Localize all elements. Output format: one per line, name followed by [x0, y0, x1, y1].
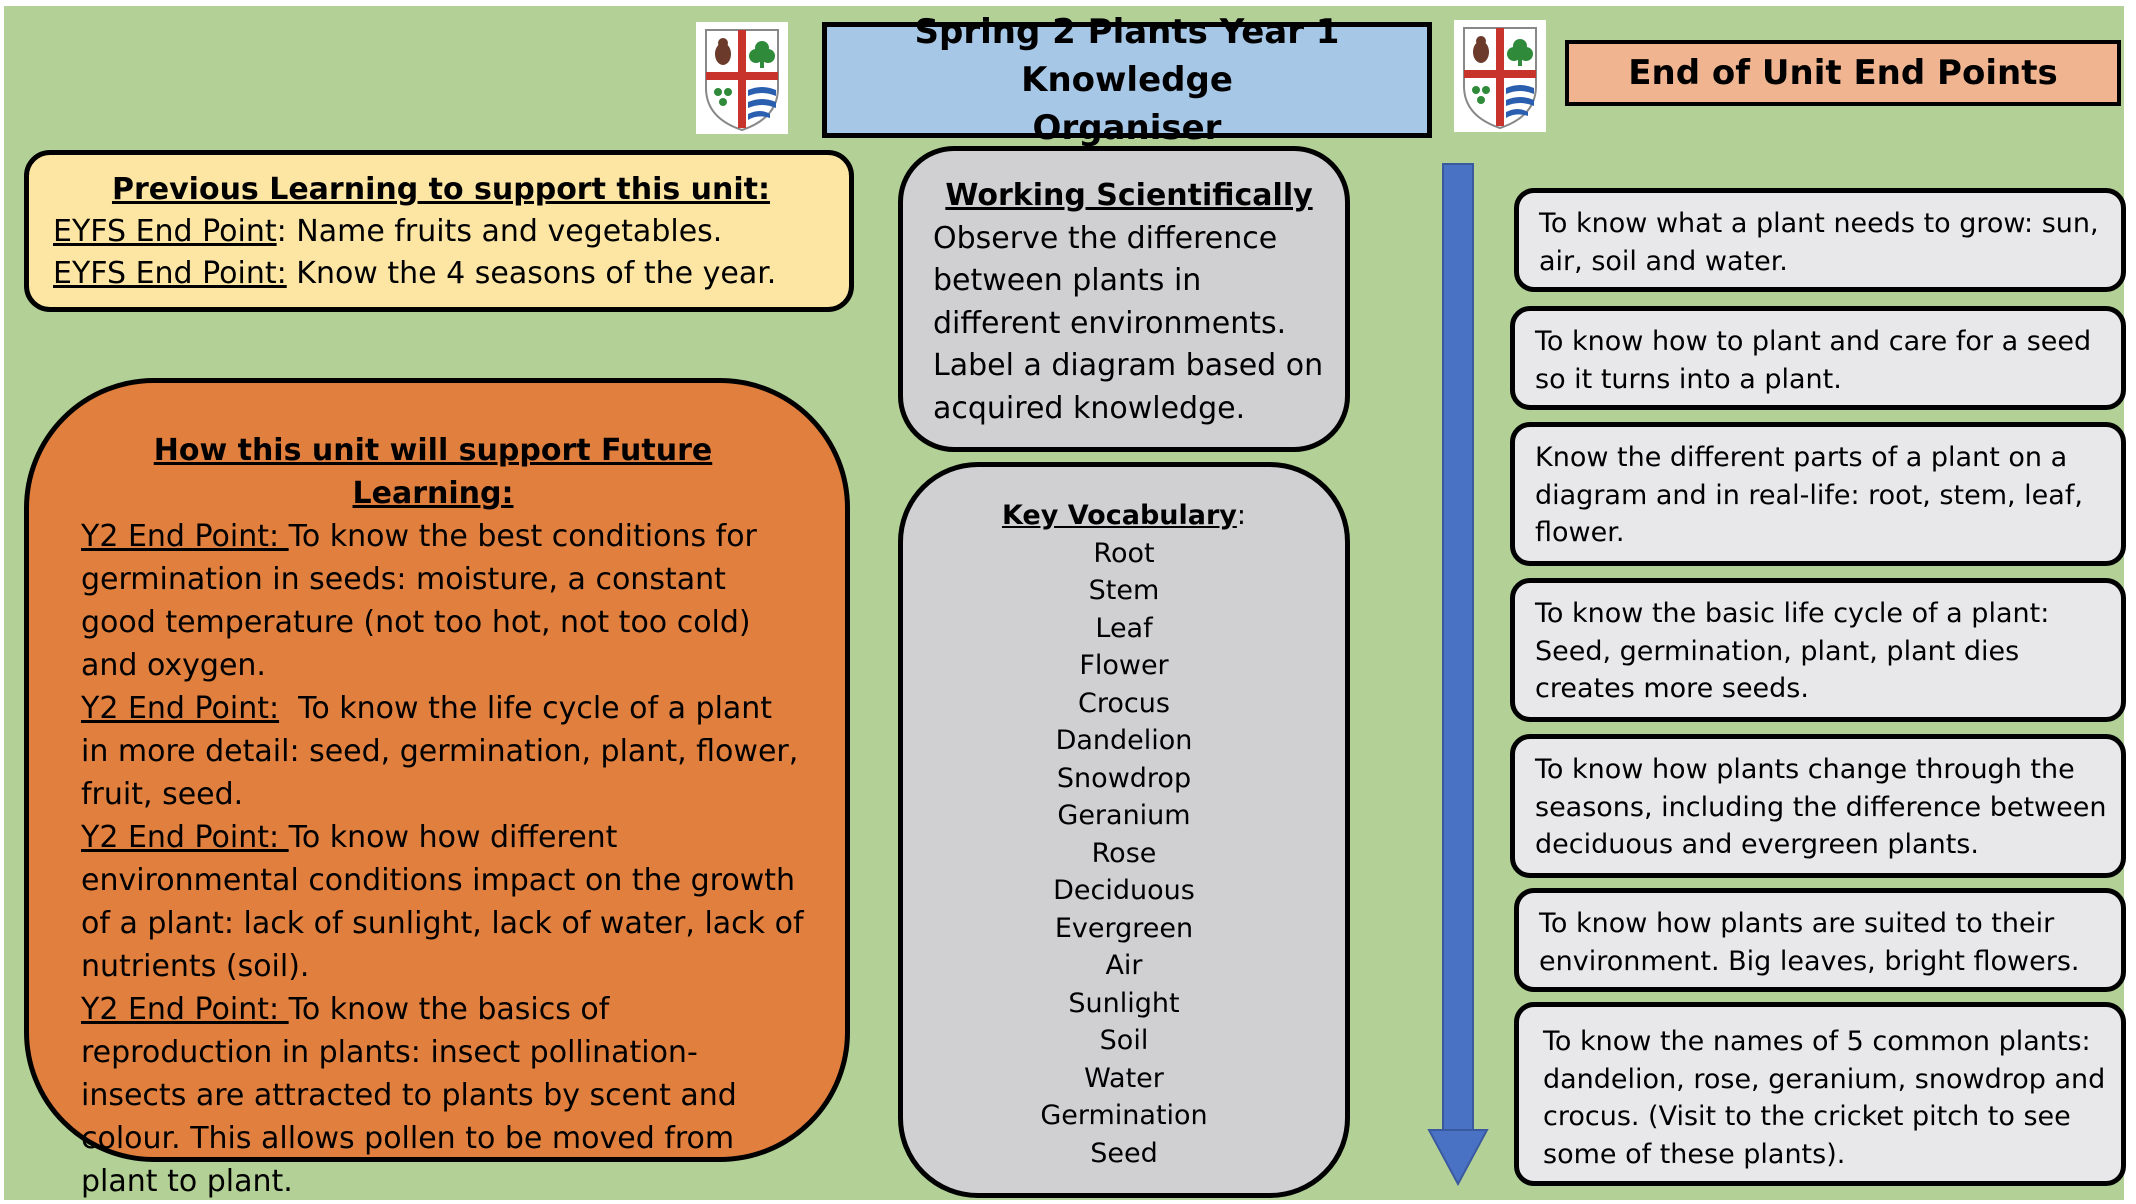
item-text: To know the best conditions for germinat… — [81, 519, 757, 683]
title-line-1: Spring 2 Plants Year 1 Knowledge — [914, 12, 1340, 100]
previous-learning-item: EYFS End Point: Know the 4 seasons of th… — [53, 253, 829, 295]
title-line-2: Organiser — [1032, 108, 1222, 148]
end-points-title: End of Unit End Points — [1565, 40, 2121, 106]
item-text: To know the life cycle of a plant in mor… — [81, 691, 808, 812]
school-crest-icon — [1454, 20, 1546, 132]
item-label: EYFS End Point: — [53, 256, 287, 291]
future-learning-panel: How this unit will support Future Learni… — [24, 378, 850, 1199]
vocab-word: Air — [1105, 950, 1143, 981]
end-point-card: To know the basic life cycle of a plant:… — [1510, 578, 2126, 722]
end-point-card: To know what a plant needs to grow: sun,… — [1514, 188, 2126, 292]
item-label: Y2 End Point: — [81, 820, 289, 855]
item-label: EYFS End Point — [53, 214, 277, 249]
item-text: Know the 4 seasons of the year. — [286, 256, 777, 291]
vocab-word: Leaf — [1095, 612, 1153, 644]
vocab-word: Deciduous — [1053, 875, 1195, 906]
page-title: Spring 2 Plants Year 1 Knowledge Organis… — [822, 12, 1432, 148]
working-scientifically-panel: Working Scientifically Observe the diffe… — [898, 146, 1350, 452]
previous-learning-item: EYFS End Point: Name fruits and vegetabl… — [53, 211, 829, 253]
future-learning-heading: How this unit will support Future Learni… — [153, 433, 713, 511]
vocab-word: Stem — [1088, 575, 1160, 606]
vocab-word: Flower — [1079, 650, 1169, 681]
item-text: To know how different environmental cond… — [81, 820, 804, 984]
vocab-word: Geranium — [1057, 800, 1191, 831]
future-learning-item: Y2 End Point: To know the basics of repr… — [81, 988, 805, 1203]
previous-learning-heading: Previous Learning to support this unit: — [111, 172, 771, 207]
end-point-card: To know how plants are suited to their e… — [1514, 888, 2126, 992]
vocab-word: Seed — [1090, 1137, 1158, 1169]
vocab-word: Rose — [1091, 837, 1157, 869]
item-label: Y2 End Point: — [81, 519, 289, 554]
down-arrow-icon — [1427, 163, 1489, 1186]
vocab-word: Water — [1084, 1062, 1164, 1094]
end-point-card: To know how to plant and care for a seed… — [1510, 306, 2126, 410]
working-scientifically-text: Observe the difference between plants in… — [933, 220, 1324, 426]
item-text: : Name fruits and vegetables. — [276, 214, 723, 249]
school-crest-icon — [696, 22, 788, 134]
key-vocabulary-panel: Key Vocabulary: Root Stem Leaf Flower Cr… — [898, 462, 1350, 1198]
vocab-word: Evergreen — [1054, 912, 1194, 944]
item-text: To know the basics of reproduction in pl… — [81, 992, 737, 1199]
vocab-word: Root — [1093, 537, 1155, 569]
vocab-word: Sunlight — [1068, 987, 1180, 1019]
key-vocabulary-heading-colon: : — [1236, 500, 1246, 531]
key-vocabulary-heading: Key Vocabulary: — [913, 497, 1335, 535]
future-learning-item: Y2 End Point: To know the best condition… — [81, 515, 805, 687]
vocab-word: Crocus — [1078, 687, 1170, 719]
end-point-card: To know how plants change through the se… — [1510, 734, 2126, 878]
future-learning-item: Y2 End Point: To know how different envi… — [81, 816, 805, 988]
vocab-word: Germination — [1040, 1100, 1208, 1131]
key-vocabulary-heading-text: Key Vocabulary — [1001, 500, 1237, 531]
previous-learning-panel: Previous Learning to support this unit: … — [24, 150, 854, 312]
future-learning-item: Y2 End Point: To know the life cycle of … — [81, 687, 805, 816]
item-label: Y2 End Point: — [81, 691, 280, 726]
end-point-card: To know the names of 5 common plants: da… — [1514, 1002, 2126, 1186]
vocab-word: Soil — [1099, 1025, 1149, 1056]
vocab-word: Dandelion — [1055, 725, 1193, 756]
end-point-card: Know the different parts of a plant on a… — [1510, 422, 2126, 566]
working-scientifically-heading: Working Scientifically — [945, 178, 1313, 213]
item-label: Y2 End Point: — [81, 992, 289, 1027]
vocab-word: Snowdrop — [1056, 762, 1192, 794]
